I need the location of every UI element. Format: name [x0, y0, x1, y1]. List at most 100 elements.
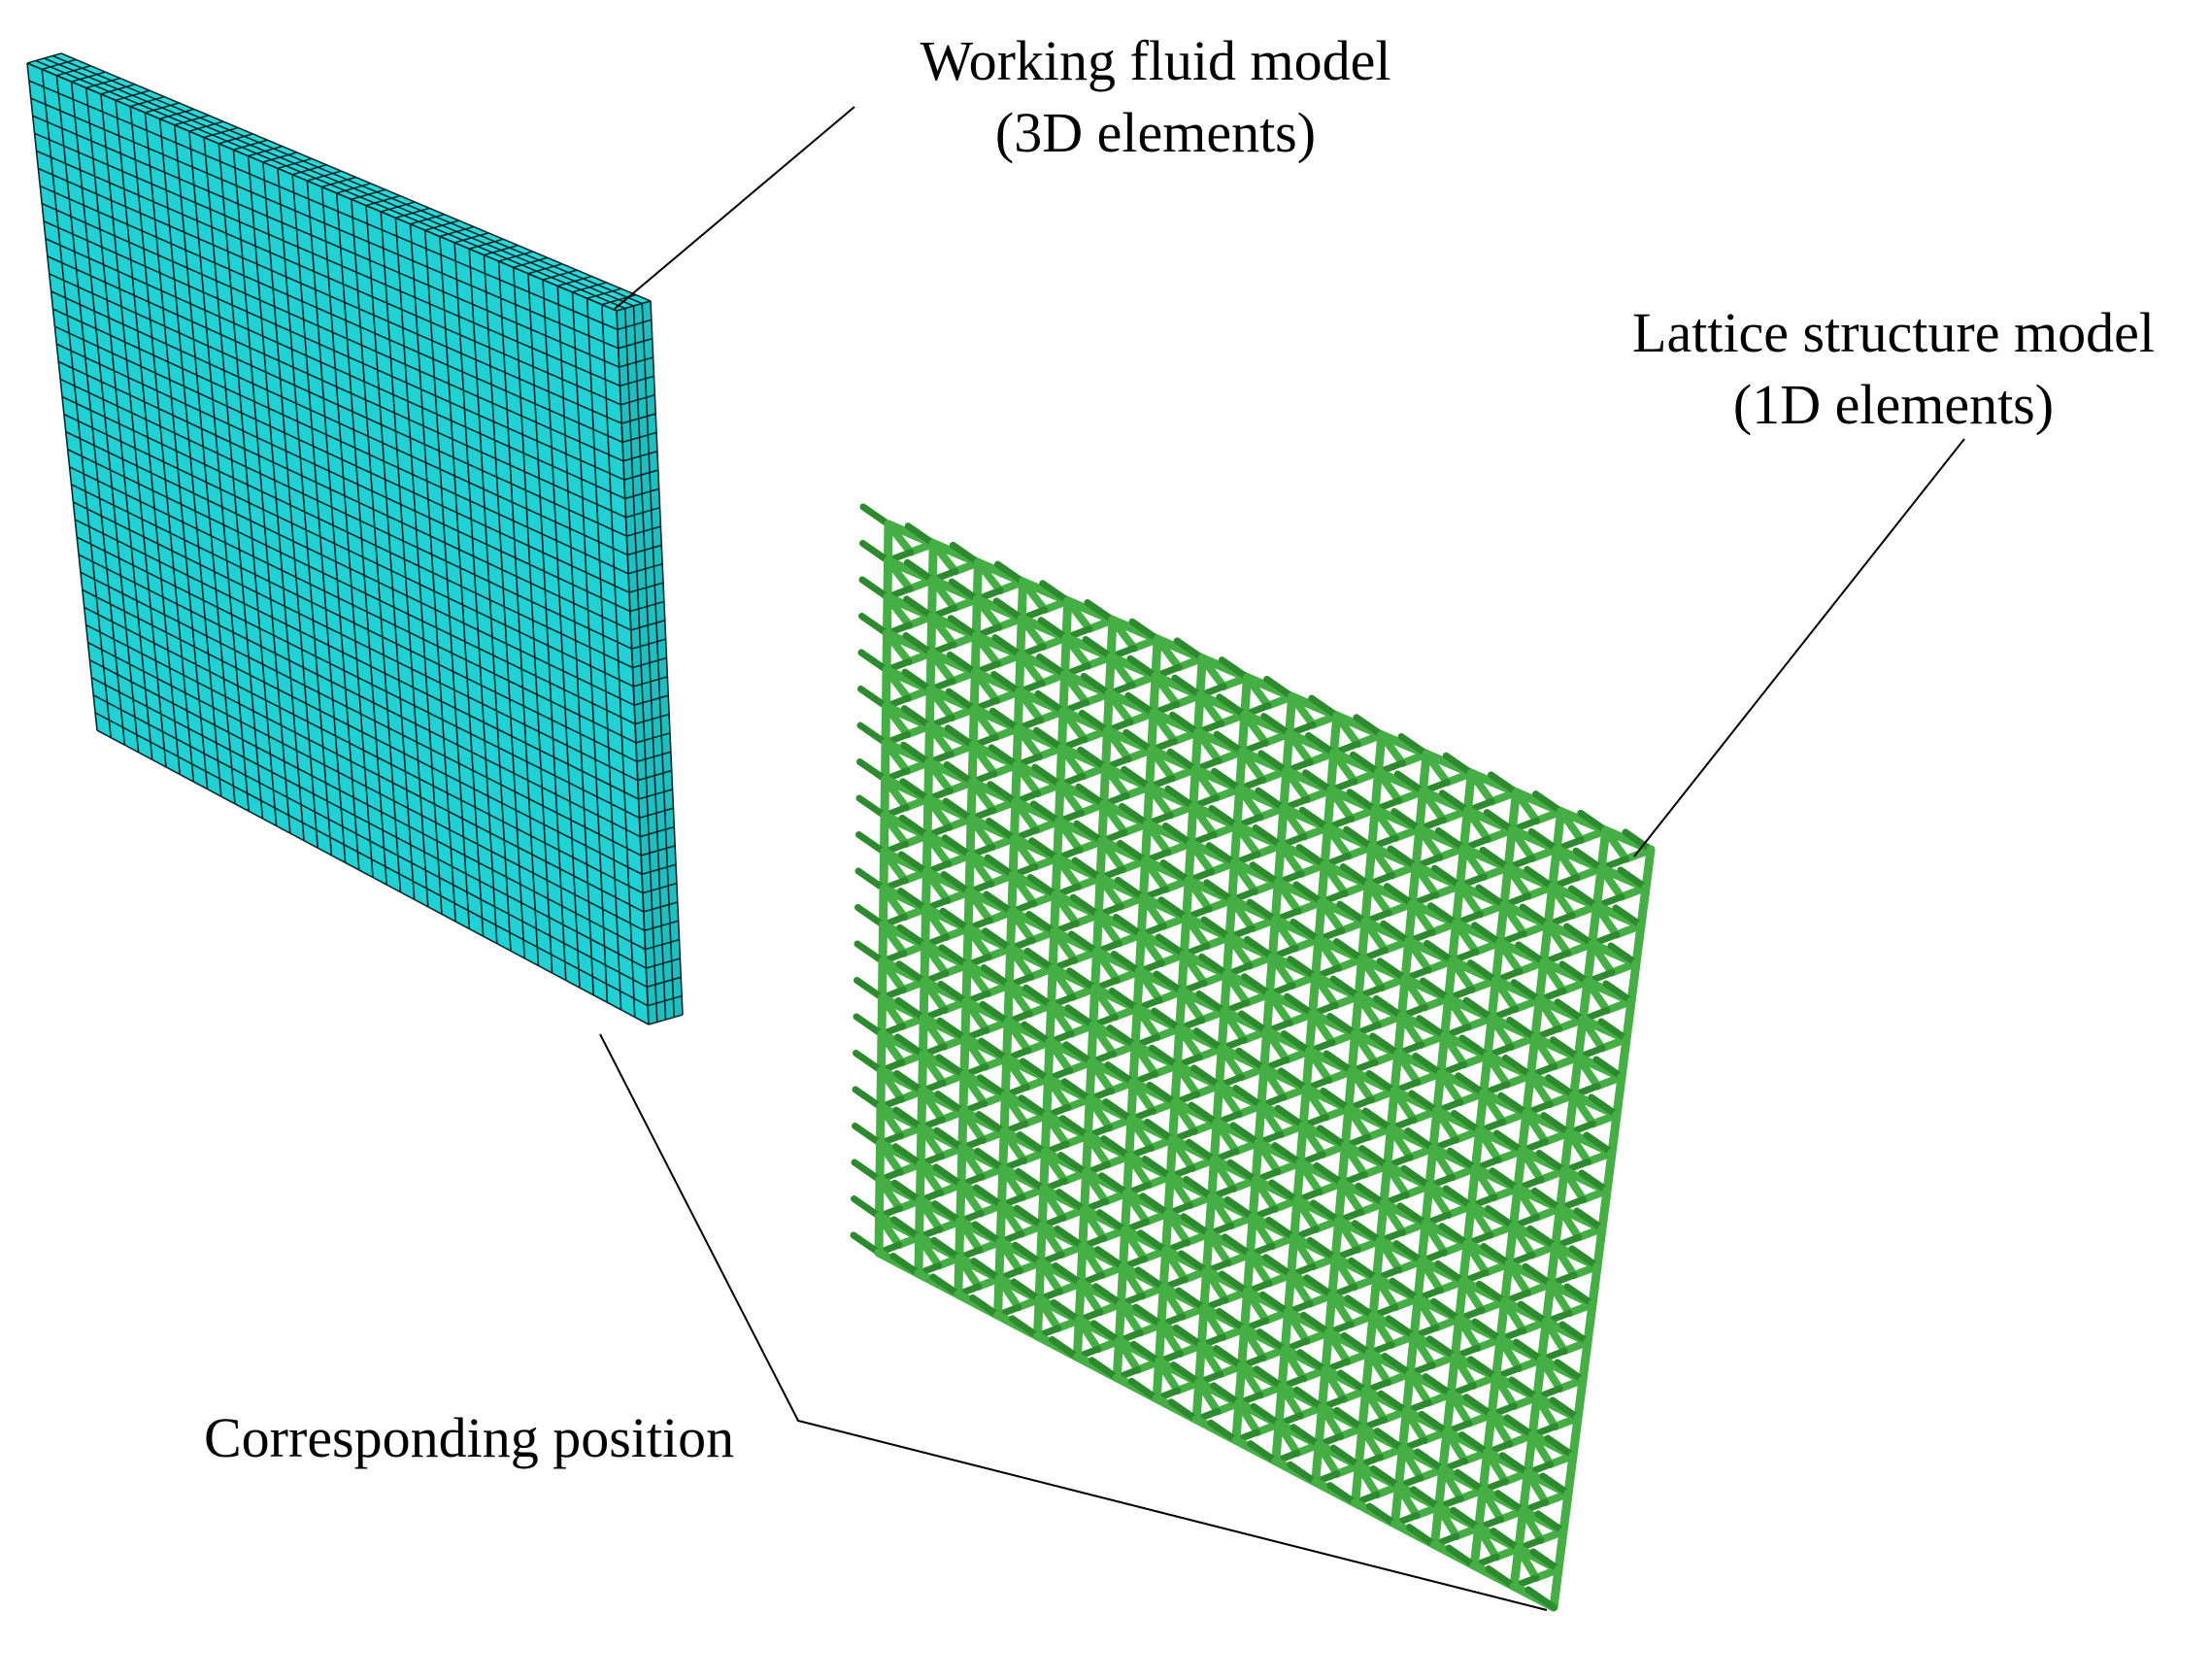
lattice-strut: [1055, 743, 1066, 790]
lattice-structure-model: [850, 503, 1656, 1612]
lattice-strut: [1004, 944, 1016, 990]
lattice-strut: [1273, 841, 1286, 888]
lattice-strut: [1367, 805, 1380, 852]
lattice-strut: [1554, 1359, 1587, 1384]
lattice-strut: [1573, 1207, 1606, 1232]
lattice-strut: [1487, 976, 1500, 1023]
lattice-strut: [1060, 633, 1071, 679]
lattice-strut: [1162, 823, 1194, 847]
lattice-strut: [1508, 1376, 1541, 1401]
lattice-strut: [1203, 879, 1236, 904]
lattice-strut: [1476, 1280, 1508, 1305]
lattice-strut: [1003, 981, 1014, 1026]
lattice-strut: [940, 871, 973, 895]
lattice-strut: [949, 541, 982, 566]
lattice-strut: [1475, 884, 1508, 909]
lattice-strut: [1418, 750, 1431, 796]
lattice-strut: [994, 560, 1026, 586]
lattice-strut: [968, 704, 979, 751]
lattice-strut: [1466, 1163, 1480, 1211]
lattice-strut: [1234, 1361, 1247, 1408]
lattice-strut: [1396, 1202, 1429, 1227]
lattice-strut: [1012, 723, 1022, 770]
lattice-strut: [1405, 1331, 1419, 1378]
fluid-model-front-face: [27, 63, 649, 1025]
lattice-strut: [858, 576, 891, 601]
lattice-strut: [877, 1029, 887, 1075]
lattice-strut: [1213, 1345, 1246, 1370]
lattice-strut: [1556, 1166, 1569, 1213]
lattice-strut: [1080, 672, 1113, 697]
lattice-strut: [1462, 1201, 1476, 1249]
lattice-strut: [1501, 1054, 1534, 1079]
lattice-strut: [1271, 1142, 1304, 1167]
lattice-strut: [1514, 1506, 1528, 1554]
lattice-strut: [879, 884, 888, 929]
lattice-strut: [1299, 1311, 1332, 1336]
lattice-strut: [903, 595, 936, 621]
lattice-strut: [1478, 1448, 1492, 1495]
lattice-strut: [967, 741, 978, 787]
lattice-strut: [1504, 1222, 1518, 1268]
lattice-strut: [1040, 1111, 1052, 1158]
lattice-strut: [1320, 823, 1332, 870]
lattice-strut: [1016, 1131, 1049, 1157]
lattice-strut: [1164, 785, 1197, 810]
lattice-strut: [1061, 596, 1073, 643]
lattice-strut: [1089, 1320, 1122, 1345]
lattice-strut: [1404, 1127, 1437, 1153]
fluid-mesh-line: [94, 712, 649, 1007]
lattice-strut: [1490, 1528, 1523, 1553]
lattice-structure-model-label: Lattice structure model (1D elements): [1592, 297, 2194, 441]
lattice-strut: [1558, 1321, 1591, 1346]
lattice-strut: [1090, 947, 1101, 993]
lattice-strut: [1277, 1345, 1290, 1392]
lattice-strut: [1316, 1125, 1349, 1150]
lattice-strut: [1517, 1300, 1550, 1326]
working-fluid-model-label: Working fluid model (3D elements): [854, 25, 1457, 169]
lattice-strut: [1545, 1074, 1578, 1099]
lattice-strut: [941, 834, 974, 859]
lattice-strut: [1204, 1193, 1217, 1239]
lattice-strut: [1513, 1338, 1545, 1363]
lattice-strut: [1031, 763, 1064, 789]
fluid-mesh-line: [73, 501, 639, 782]
lattice-strut: [1051, 854, 1062, 900]
lattice-strut: [1277, 1067, 1310, 1092]
lattice-strut: [1409, 1294, 1423, 1341]
lattice-strut: [1092, 910, 1103, 957]
lattice-strut: [1265, 1216, 1298, 1241]
lattice-strut: [927, 575, 937, 622]
lattice-strut: [1602, 980, 1635, 1005]
lattice-strut: [1393, 1011, 1406, 1058]
lattice-strut: [1002, 1017, 1013, 1063]
fluid-mesh-line: [50, 290, 628, 556]
lattice-strut: [936, 1017, 969, 1042]
lattice-strut: [1626, 958, 1641, 1006]
lattice-strut: [1237, 1324, 1250, 1371]
lattice-strut: [1062, 1041, 1095, 1066]
fluid-mesh-line: [74, 519, 639, 800]
lattice-strut: [1445, 1544, 1478, 1569]
lattice-strut: [1235, 1047, 1268, 1072]
lattice-strut: [900, 705, 933, 730]
lattice-strut: [1340, 1104, 1354, 1151]
lattice-strut: [1374, 730, 1387, 777]
lattice-strut: [1326, 748, 1339, 795]
lattice-strut: [1211, 767, 1244, 792]
lattice-strut: [1389, 1277, 1422, 1302]
lattice-strut: [1540, 1112, 1573, 1137]
lattice-strut: [954, 1253, 964, 1299]
fluid-mesh-line: [60, 52, 652, 302]
lattice-strut: [903, 558, 936, 584]
lattice-strut: [1262, 990, 1274, 1036]
lattice-strut: [1010, 797, 1021, 843]
lattice-strut: [1130, 1340, 1162, 1365]
lattice-strut: [1552, 807, 1566, 854]
lattice-strut: [1229, 822, 1242, 868]
lattice-strut: [1175, 1287, 1208, 1312]
lattice-strut: [1563, 1283, 1596, 1308]
lattice-strut: [1434, 1464, 1448, 1512]
lattice-strut: [1525, 1033, 1540, 1080]
fluid-mesh-line: [43, 219, 625, 481]
